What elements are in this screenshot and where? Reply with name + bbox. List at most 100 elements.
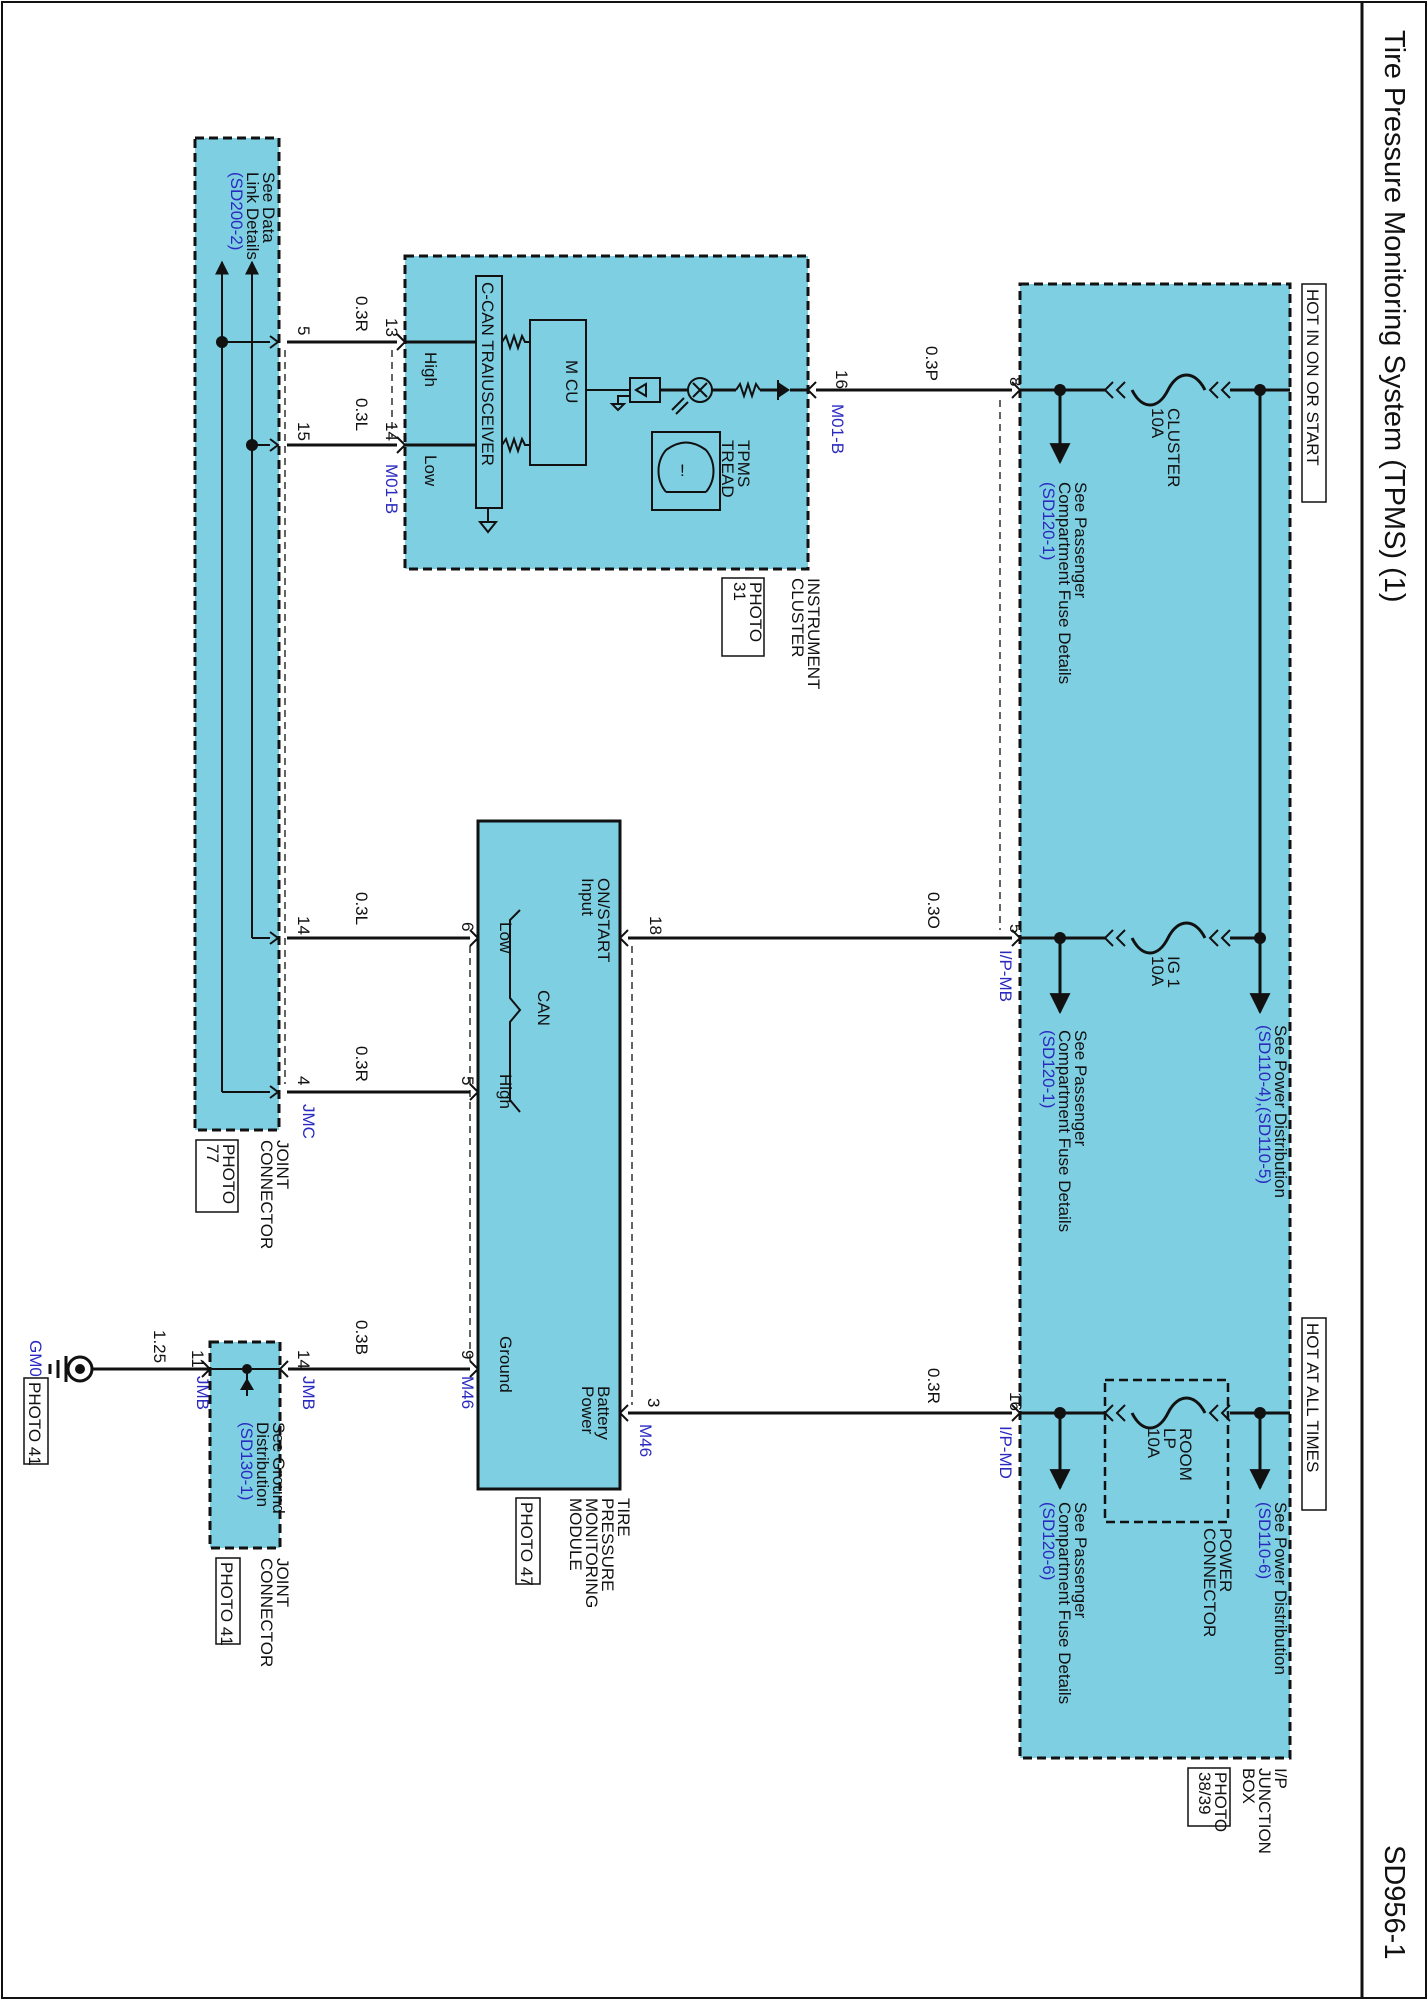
ip-junction-label-1: I/P [1271, 1768, 1290, 1789]
ref-ground-dist-2: Distribution [253, 1422, 272, 1507]
connector-m01b-a: M01-B [828, 404, 847, 454]
ref-passenger-fuse-b-2: Compartment Fuse Details [1055, 1030, 1074, 1232]
wire-w1-gauge: 0.3P [922, 346, 941, 381]
page-title: Tire Pressure Monitoring System (TPMS) (… [1378, 30, 1410, 603]
connector-jmb-b: JMB [193, 1376, 212, 1410]
connector-ipmd: I/P-MD [996, 1426, 1015, 1479]
cluster-photo-2: 31 [730, 582, 749, 601]
hot-always-label: HOT AT ALL TIMES [1303, 1323, 1322, 1472]
svg-text:14: 14 [294, 916, 313, 935]
module-battery-2: Power [578, 1386, 597, 1435]
joint-b-photo: PHOTO 41 [217, 1562, 236, 1646]
svg-text:6: 6 [458, 922, 477, 931]
svg-text:15: 15 [294, 422, 313, 441]
svg-text:11: 11 [188, 1350, 207, 1368]
connector-jmb-a: JMB [299, 1376, 318, 1410]
cluster-photo-1: PHOTO [746, 582, 765, 642]
tpms-module-box [476, 819, 622, 1491]
svg-text:5: 5 [458, 1076, 477, 1085]
ref-power-dist-a-1: See Power Distribution [1271, 1025, 1290, 1198]
fuse-cluster-name: CLUSTER [1164, 408, 1183, 487]
wire-w2-gauge: 0.3O [924, 892, 943, 929]
svg-text:8: 8 [1006, 377, 1025, 386]
wire-w9-gauge: 1.25 [150, 1330, 169, 1363]
svg-text:14: 14 [294, 1350, 313, 1369]
ref-power-dist-a-2: (SD110-4),(SD110-5) [1255, 1025, 1274, 1184]
power-connector-box [1103, 1378, 1230, 1524]
connector-m46-b: M46 [458, 1376, 477, 1409]
ref-passenger-fuse-b-1: See Passenger [1071, 1030, 1090, 1147]
svg-text:16: 16 [1006, 1392, 1025, 1411]
ip-junction-box [1018, 282, 1292, 1760]
ref-passenger-fuse-a-2: Compartment Fuse Details [1055, 482, 1074, 684]
ref-passenger-fuse-c-3: (SD120-6) [1039, 1502, 1058, 1580]
fuse-roomlp-name: ROOM [1176, 1428, 1195, 1481]
wire-w3-gauge: 0.3R [924, 1368, 943, 1404]
joint-a-label-1: JOINT [273, 1140, 292, 1189]
module-can: CAN [534, 990, 553, 1026]
ref-power-dist-b-1: See Power Distribution [1271, 1502, 1290, 1675]
cluster-high-label: High [421, 352, 440, 387]
wire-w4-gauge: 0.3R [352, 296, 371, 332]
wire-w5-gauge: 0.3L [352, 398, 371, 431]
cluster-label-2: CLUSTER [788, 578, 807, 657]
svg-text:16: 16 [832, 370, 851, 389]
ip-junction-label-2: JUNCTION [1255, 1768, 1274, 1854]
svg-text:9: 9 [458, 1350, 477, 1359]
ref-passenger-fuse-c-1: See Passenger [1071, 1502, 1090, 1619]
svg-text:4: 4 [294, 1076, 313, 1085]
svg-text:18: 18 [646, 916, 665, 935]
page-code: SD956-1 [1378, 1845, 1410, 1959]
ref-passenger-fuse-c-2: Compartment Fuse Details [1055, 1502, 1074, 1704]
tpms-lamp-label-1: TPMS [734, 440, 753, 487]
fuse-roomlp-name2: LP [1160, 1428, 1179, 1449]
ref-ground-dist-3: (SD130-1) [237, 1422, 256, 1500]
connector-m46-a: M46 [636, 1424, 655, 1457]
joint-connector-a-box [193, 136, 281, 1132]
ref-passenger-fuse-a-1: See Passenger [1071, 482, 1090, 599]
tpms-lamp-label-2: TREAD [718, 440, 737, 498]
wire-w7-gauge: 0.3R [352, 1046, 371, 1082]
tpms-module-label-1: TIRE [614, 1498, 633, 1537]
fuse-cluster-rating: 10A [1148, 408, 1167, 439]
joint-connector-b-box [208, 1340, 282, 1550]
tpms-module-label-3: MONITORING [582, 1498, 601, 1608]
svg-text:3: 3 [644, 1398, 663, 1407]
tpms-module-photo: PHOTO 47 [517, 1502, 536, 1586]
connector-jmc: JMC [299, 1104, 318, 1139]
wire-w8-gauge: 0.3B [352, 1320, 371, 1355]
fuse-ig1-name: IG 1 [1164, 956, 1183, 988]
module-onstart-1: ON/START [594, 878, 613, 962]
instrument-cluster-box [403, 254, 810, 571]
ground-icon [66, 1355, 94, 1383]
svg-text:5: 5 [294, 326, 313, 335]
fuse-roomlp-rating: 10A [1144, 1428, 1163, 1459]
joint-a-photo-2: 77 [203, 1144, 222, 1163]
ground-photo: PHOTO 41 [25, 1382, 44, 1466]
connector-m01b-b: M01-B [382, 464, 401, 514]
cluster-label-1: INSTRUMENT [804, 578, 823, 689]
ref-power-dist-b-2: (SD110-6) [1255, 1502, 1274, 1579]
joint-a-label-2: CONNECTOR [257, 1140, 276, 1249]
ref-ground-dist-1: See Ground [269, 1422, 288, 1514]
module-battery-1: Battery [594, 1386, 613, 1440]
joint-b-label-2: CONNECTOR [257, 1558, 276, 1667]
ref-data-link-1: See Data [259, 172, 278, 243]
hot-on-label: HOT IN ON OR START [1303, 289, 1322, 466]
ref-passenger-fuse-b-3: (SD120-1) [1039, 1030, 1058, 1108]
power-connector-label-2: CONNECTOR [1200, 1528, 1219, 1637]
can-transceiver-label: C-CAN TRAIUSCEIVER [478, 282, 497, 466]
connector-ipmb: I/P-MB [996, 950, 1015, 1002]
joint-b-label-1: JOINT [273, 1558, 292, 1607]
joint-a-photo-1: PHOTO [219, 1144, 238, 1204]
ip-junction-label-3: BOX [1239, 1768, 1258, 1804]
power-connector-label-1: POWER [1216, 1528, 1235, 1592]
tire-warning-icon [651, 431, 721, 511]
ground-id: GM03 [26, 1340, 45, 1386]
tpms-module-label-2: PRESSURE [598, 1498, 617, 1592]
module-onstart-2: Input [578, 878, 597, 916]
ip-junction-photo-1: PHOTO [1211, 1772, 1230, 1832]
svg-text:13: 13 [382, 318, 401, 337]
